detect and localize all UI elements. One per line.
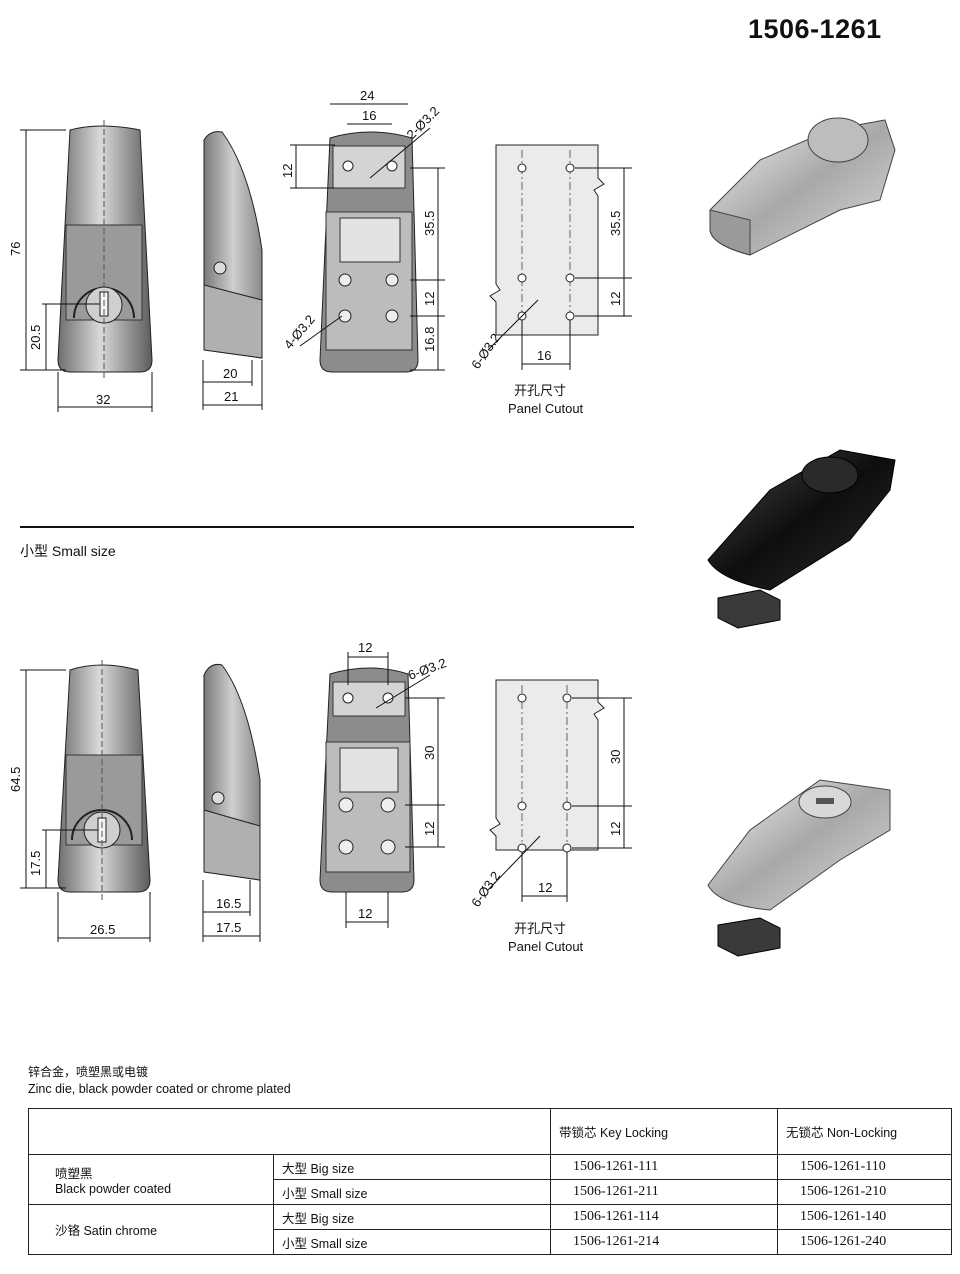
key-code: 1506-1261-214	[549, 1229, 778, 1255]
dim-spacing-2: 12	[422, 292, 437, 306]
cut-width: 16	[537, 348, 551, 363]
finish-black-cn: 喷塑黑	[55, 1167, 93, 1181]
satin-latch-render	[707, 779, 891, 957]
small-dim-width: 26.5	[90, 922, 115, 937]
key-code: 1506-1261-111	[549, 1154, 778, 1180]
small-dim-spacing-1: 30	[422, 746, 437, 760]
dim-spacing-3: 16.8	[422, 327, 437, 352]
table-row: 小型 Small size 1506-1261-211 1506-1261-21…	[29, 1179, 953, 1205]
small-mount-view: 12 6-Ø3.2 30 12 12	[319, 640, 448, 928]
non-code: 1506-1261-140	[776, 1204, 953, 1230]
table-row: 沙铬 Satin chrome 大型 Big size 1506-1261-11…	[28, 1204, 953, 1255]
table-header-blank	[28, 1108, 551, 1155]
small-dim-depth-1: 16.5	[216, 896, 241, 911]
small-cutout-label-en: Panel Cutout	[508, 939, 584, 954]
small-side-view: 16.5 17.5	[202, 664, 261, 942]
small-cut-holes: 6-Ø3.2	[468, 869, 503, 910]
small-cut-spacing-1: 30	[608, 750, 623, 764]
col-non-locking: 无锁芯 Non-Locking	[776, 1108, 953, 1155]
non-code: 1506-1261-210	[776, 1179, 953, 1205]
non-code: 1506-1261-240	[776, 1229, 953, 1255]
part-number-title: 1506-1261	[748, 14, 882, 44]
big-front-view: 76 20.5 32	[8, 120, 153, 412]
cutout-label-en: Panel Cutout	[508, 401, 584, 416]
size-cell: 小型 Small size	[273, 1229, 551, 1255]
small-dim-top-width: 12	[358, 640, 372, 655]
dim-top-holes: 2-Ø3.2	[404, 103, 443, 142]
small-front-view: 64.5 17.5 26.5	[8, 660, 151, 942]
finish-black-cell: 喷塑黑 Black powder coated	[28, 1154, 274, 1205]
cut-spacing-1: 35.5	[608, 211, 623, 236]
dim-depth-1: 20	[223, 366, 237, 381]
product-renders	[707, 117, 896, 957]
chrome-latch-render	[709, 117, 896, 256]
dim-width: 32	[96, 392, 110, 407]
small-cut-spacing-2: 12	[608, 822, 623, 836]
table-header-row: 带锁芯 Key Locking 无锁芯 Non-Locking	[28, 1108, 953, 1155]
dim-bottom-holes: 4-Ø3.2	[281, 312, 318, 352]
small-cutout-view: 30 12 6-Ø3.2 12 开孔尺寸 Panel Cutout	[468, 679, 632, 954]
small-size-heading: 小型 Small size	[20, 543, 116, 559]
cut-spacing-2: 12	[608, 292, 623, 306]
dim-height: 76	[8, 242, 23, 256]
non-code: 1506-1261-110	[776, 1154, 953, 1180]
big-side-view: 20 21	[202, 131, 263, 410]
black-latch-render	[707, 449, 896, 629]
size-cell: 大型 Big size	[273, 1154, 551, 1180]
big-mount-view: 24 16 12 2-Ø3.2 4-Ø3.2 35.5 12 16.8	[280, 88, 445, 373]
dim-mount-width: 24	[360, 88, 374, 103]
material-en: Zinc die, black powder coated or chrome …	[28, 1082, 291, 1096]
small-dim-height: 64.5	[8, 767, 23, 792]
dim-key-height: 20.5	[28, 325, 43, 350]
small-dim-holes: 6-Ø3.2	[406, 655, 448, 683]
small-dim-depth-2: 17.5	[216, 920, 241, 935]
small-size-drawings: 64.5 17.5 26.5 16.5 17.5 12 6-Ø3.2 30 12…	[8, 640, 632, 954]
small-cutout-label-cn: 开孔尺寸	[514, 921, 566, 936]
small-dim-bottom-width: 12	[358, 906, 372, 921]
small-cut-width: 12	[538, 880, 552, 895]
big-size-drawings: 76 20.5 32 20 21 24 16 12 2-Ø3.2 4-Ø	[8, 88, 632, 416]
material-cn: 锌合金，喷塑黑或电镀	[28, 1065, 149, 1079]
finish-chrome-cell: 沙铬 Satin chrome	[28, 1204, 274, 1255]
dim-hole-spacing: 16	[362, 108, 376, 123]
small-dim-spacing-2: 12	[422, 822, 437, 836]
table-row: 小型 Small size 1506-1261-214 1506-1261-24…	[29, 1229, 953, 1255]
cut-holes: 6-Ø3.2	[468, 331, 503, 372]
cutout-label-cn: 开孔尺寸	[514, 383, 566, 398]
table-row: 喷塑黑 Black powder coated 大型 Big size 1506…	[28, 1154, 953, 1205]
finish-black-en: Black powder coated	[55, 1182, 172, 1196]
small-dim-key-height: 17.5	[28, 851, 43, 876]
variants-table: 带锁芯 Key Locking 无锁芯 Non-Locking 喷塑黑 Blac…	[28, 1108, 953, 1255]
big-cutout-view: 35.5 12 6-Ø3.2 16 开孔尺寸 Panel Cutout	[468, 144, 632, 416]
section-divider	[20, 526, 634, 528]
dim-spacing-1: 35.5	[422, 211, 437, 236]
size-cell: 大型 Big size	[273, 1204, 551, 1230]
col-key-locking: 带锁芯 Key Locking	[549, 1108, 778, 1155]
size-cell: 小型 Small size	[273, 1179, 551, 1205]
key-code: 1506-1261-211	[549, 1179, 778, 1205]
key-code: 1506-1261-114	[549, 1204, 778, 1230]
dim-depth-2: 21	[224, 389, 238, 404]
dim-top-offset: 12	[280, 164, 295, 178]
